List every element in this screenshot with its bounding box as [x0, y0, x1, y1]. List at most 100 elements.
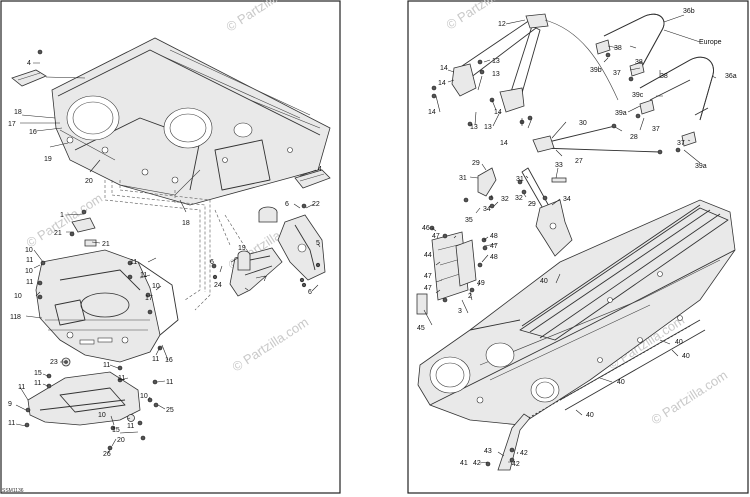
callout: 6: [308, 289, 312, 296]
callout: 2: [468, 293, 472, 300]
callout: 36a: [725, 73, 737, 80]
callout: 5: [316, 240, 320, 247]
callout: 11: [118, 375, 125, 382]
callout: 21: [54, 230, 62, 237]
callout: 47: [424, 285, 432, 292]
callout: 1: [60, 212, 64, 219]
callout: 18: [14, 109, 22, 116]
callout: 43: [484, 448, 492, 455]
callouts-right: 12 13 14 14 14 13 14 13 13 14 36b Europe…: [417, 8, 737, 468]
callout: 12: [498, 21, 506, 28]
watermark: © Partzilla.com: [648, 367, 730, 427]
callout: 14: [428, 109, 436, 116]
callout: 13: [492, 71, 500, 78]
callout: 14: [440, 65, 448, 72]
callout: 42: [512, 461, 520, 468]
callout: 42: [520, 450, 528, 457]
callout: 14: [438, 80, 446, 87]
callout: 47: [424, 273, 432, 280]
callout: 7: [263, 276, 267, 283]
callout: 6: [285, 201, 289, 208]
callout: 35: [465, 217, 473, 224]
watermark: © Partzilla.com: [443, 0, 525, 33]
callout: 44: [424, 252, 432, 259]
callout: 28: [630, 134, 638, 141]
callout: 24: [214, 282, 222, 289]
skid-rail-41: [485, 413, 531, 471]
callout: 19: [238, 245, 246, 252]
callout: 9: [8, 401, 12, 408]
callout: 15: [34, 370, 42, 377]
callout: 20: [117, 437, 125, 444]
callout: 47: [432, 233, 440, 240]
callout: 33: [555, 162, 563, 169]
callout: 23: [50, 359, 58, 366]
bracket-4-right: [294, 169, 331, 189]
callout: 18: [182, 220, 190, 227]
callout: 10: [140, 393, 148, 400]
callout: 39a: [695, 163, 707, 170]
callout: 13: [492, 58, 500, 65]
callout: 4: [27, 60, 31, 67]
cable: [544, 19, 619, 101]
rear-bumper-36: [595, 13, 714, 153]
callout: 31: [459, 175, 467, 182]
callout: 14: [494, 109, 502, 116]
watermark: © Partzilla.com: [223, 0, 305, 35]
callout: 40: [617, 379, 625, 386]
front-nose-panel: [35, 249, 179, 363]
callout: 11: [34, 380, 41, 387]
leader-lines-right: [423, 14, 717, 464]
callout: 29: [472, 160, 480, 167]
callout: 49: [477, 280, 485, 287]
callout: 38: [614, 45, 622, 52]
drawing-code: SSM1136: [2, 488, 24, 494]
callout: 22: [312, 201, 320, 208]
callout: 40: [682, 353, 690, 360]
callout: 14: [500, 140, 508, 147]
callout: 17: [145, 295, 153, 302]
callout: 46: [422, 225, 430, 232]
callout: 27: [575, 158, 583, 165]
callout: 41: [460, 460, 468, 467]
callout: 11: [8, 420, 15, 427]
callout: 11: [103, 362, 110, 369]
side-panel-44: [416, 225, 488, 315]
callout: 20: [85, 178, 93, 185]
callout: 10: [152, 283, 160, 290]
callout: 13: [470, 124, 478, 131]
callout: 11: [26, 257, 33, 264]
callout: Europe: [699, 39, 722, 46]
callout: 11: [127, 423, 134, 430]
rear-tunnel-chassis: [417, 199, 736, 426]
leader-lines-left: [15, 62, 321, 454]
callout: 38: [635, 59, 643, 66]
bumper-skid-plate: [24, 357, 159, 451]
steering-support-6: [211, 203, 326, 297]
front-frame-assembly: [51, 37, 331, 206]
callout: 4: [318, 166, 322, 173]
callout: 21: [102, 241, 110, 248]
callout: 39c: [632, 92, 644, 99]
callout: 11: [166, 379, 173, 386]
callout: 6: [210, 259, 214, 266]
right-panel-frame: [407, 0, 749, 494]
callout: 45: [417, 325, 425, 332]
left-panel-frame: [0, 0, 341, 494]
callout: 37: [677, 140, 685, 147]
callout: 11: [130, 259, 137, 266]
callout: 34: [483, 206, 491, 213]
callouts-left: 4 18 17 16 19 20 4 18 6 22 1 21 21 10 11…: [8, 60, 322, 458]
callout: 11: [10, 314, 17, 321]
callout: 36b: [683, 8, 695, 15]
callout: 25: [166, 407, 174, 414]
callout: 40: [540, 278, 548, 285]
callout: 19: [44, 156, 52, 163]
bracket-4-top: [11, 49, 47, 87]
callout: 11: [152, 356, 159, 363]
callout: 37: [652, 126, 660, 133]
callout: 38: [660, 73, 668, 80]
callout: 26: [103, 451, 111, 458]
callout: 13: [484, 124, 492, 131]
